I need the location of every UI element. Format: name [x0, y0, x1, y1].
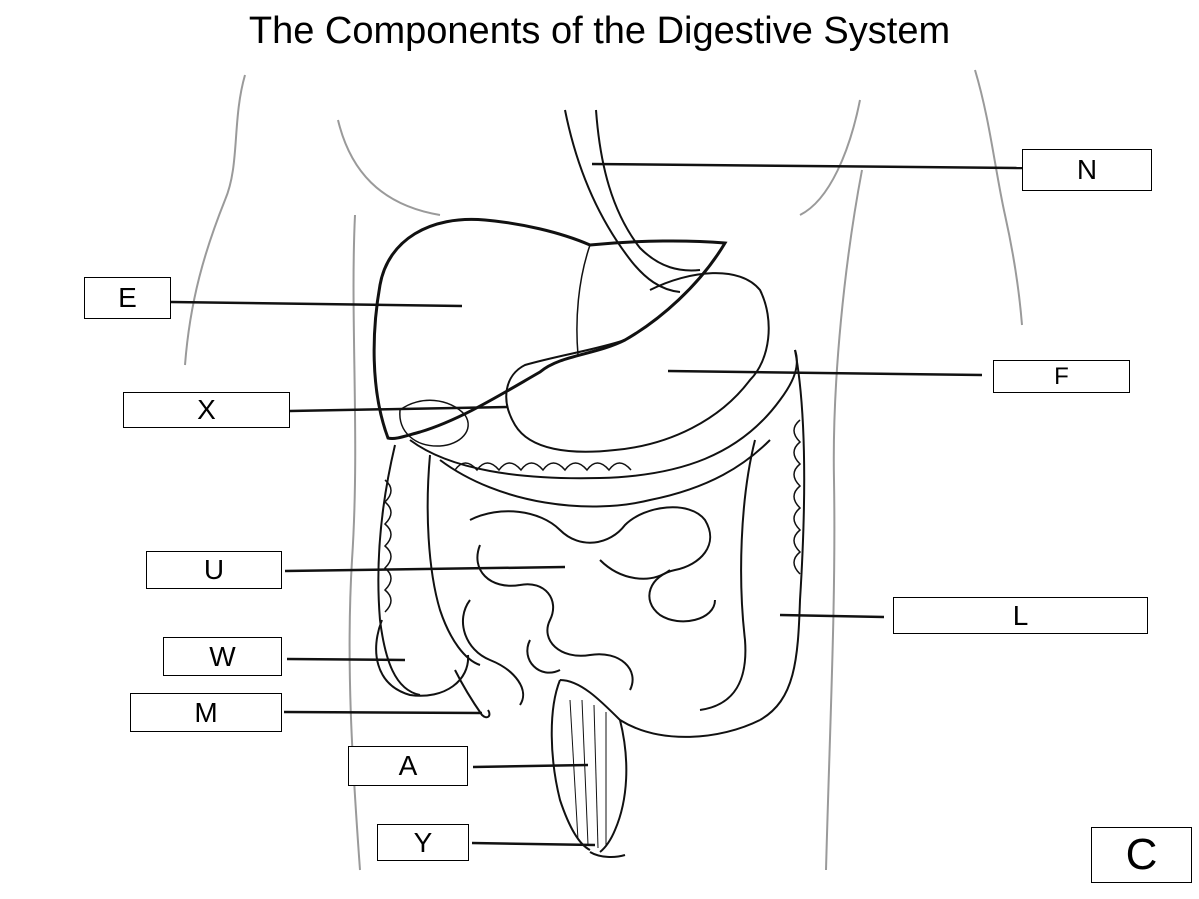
rectum	[550, 679, 628, 858]
label-box-y[interactable]: Y	[377, 824, 469, 861]
label-box-m[interactable]: M	[130, 693, 282, 732]
label-box-c[interactable]: C	[1091, 827, 1192, 883]
leader-lines	[170, 162, 1023, 847]
torso-outline	[184, 69, 1023, 871]
label-box-a[interactable]: A	[348, 746, 468, 786]
label-box-e[interactable]: E	[84, 277, 171, 319]
small-intestine	[461, 506, 716, 706]
liver	[372, 217, 728, 440]
stomach	[505, 272, 770, 453]
cecum	[375, 619, 470, 697]
esophagus	[564, 109, 701, 293]
colon-haustra	[383, 419, 802, 613]
diagram-title: The Components of the Digestive System	[248, 10, 951, 52]
gallbladder	[399, 399, 469, 447]
label-box-n[interactable]: N	[1022, 149, 1152, 191]
label-box-l[interactable]: L	[893, 597, 1148, 634]
label-box-f[interactable]: F	[993, 360, 1130, 393]
label-box-x[interactable]: X	[123, 392, 290, 428]
label-box-w[interactable]: W	[163, 637, 282, 676]
rectum-folds	[569, 699, 607, 849]
appendix	[454, 669, 491, 719]
label-box-u[interactable]: U	[146, 551, 282, 589]
